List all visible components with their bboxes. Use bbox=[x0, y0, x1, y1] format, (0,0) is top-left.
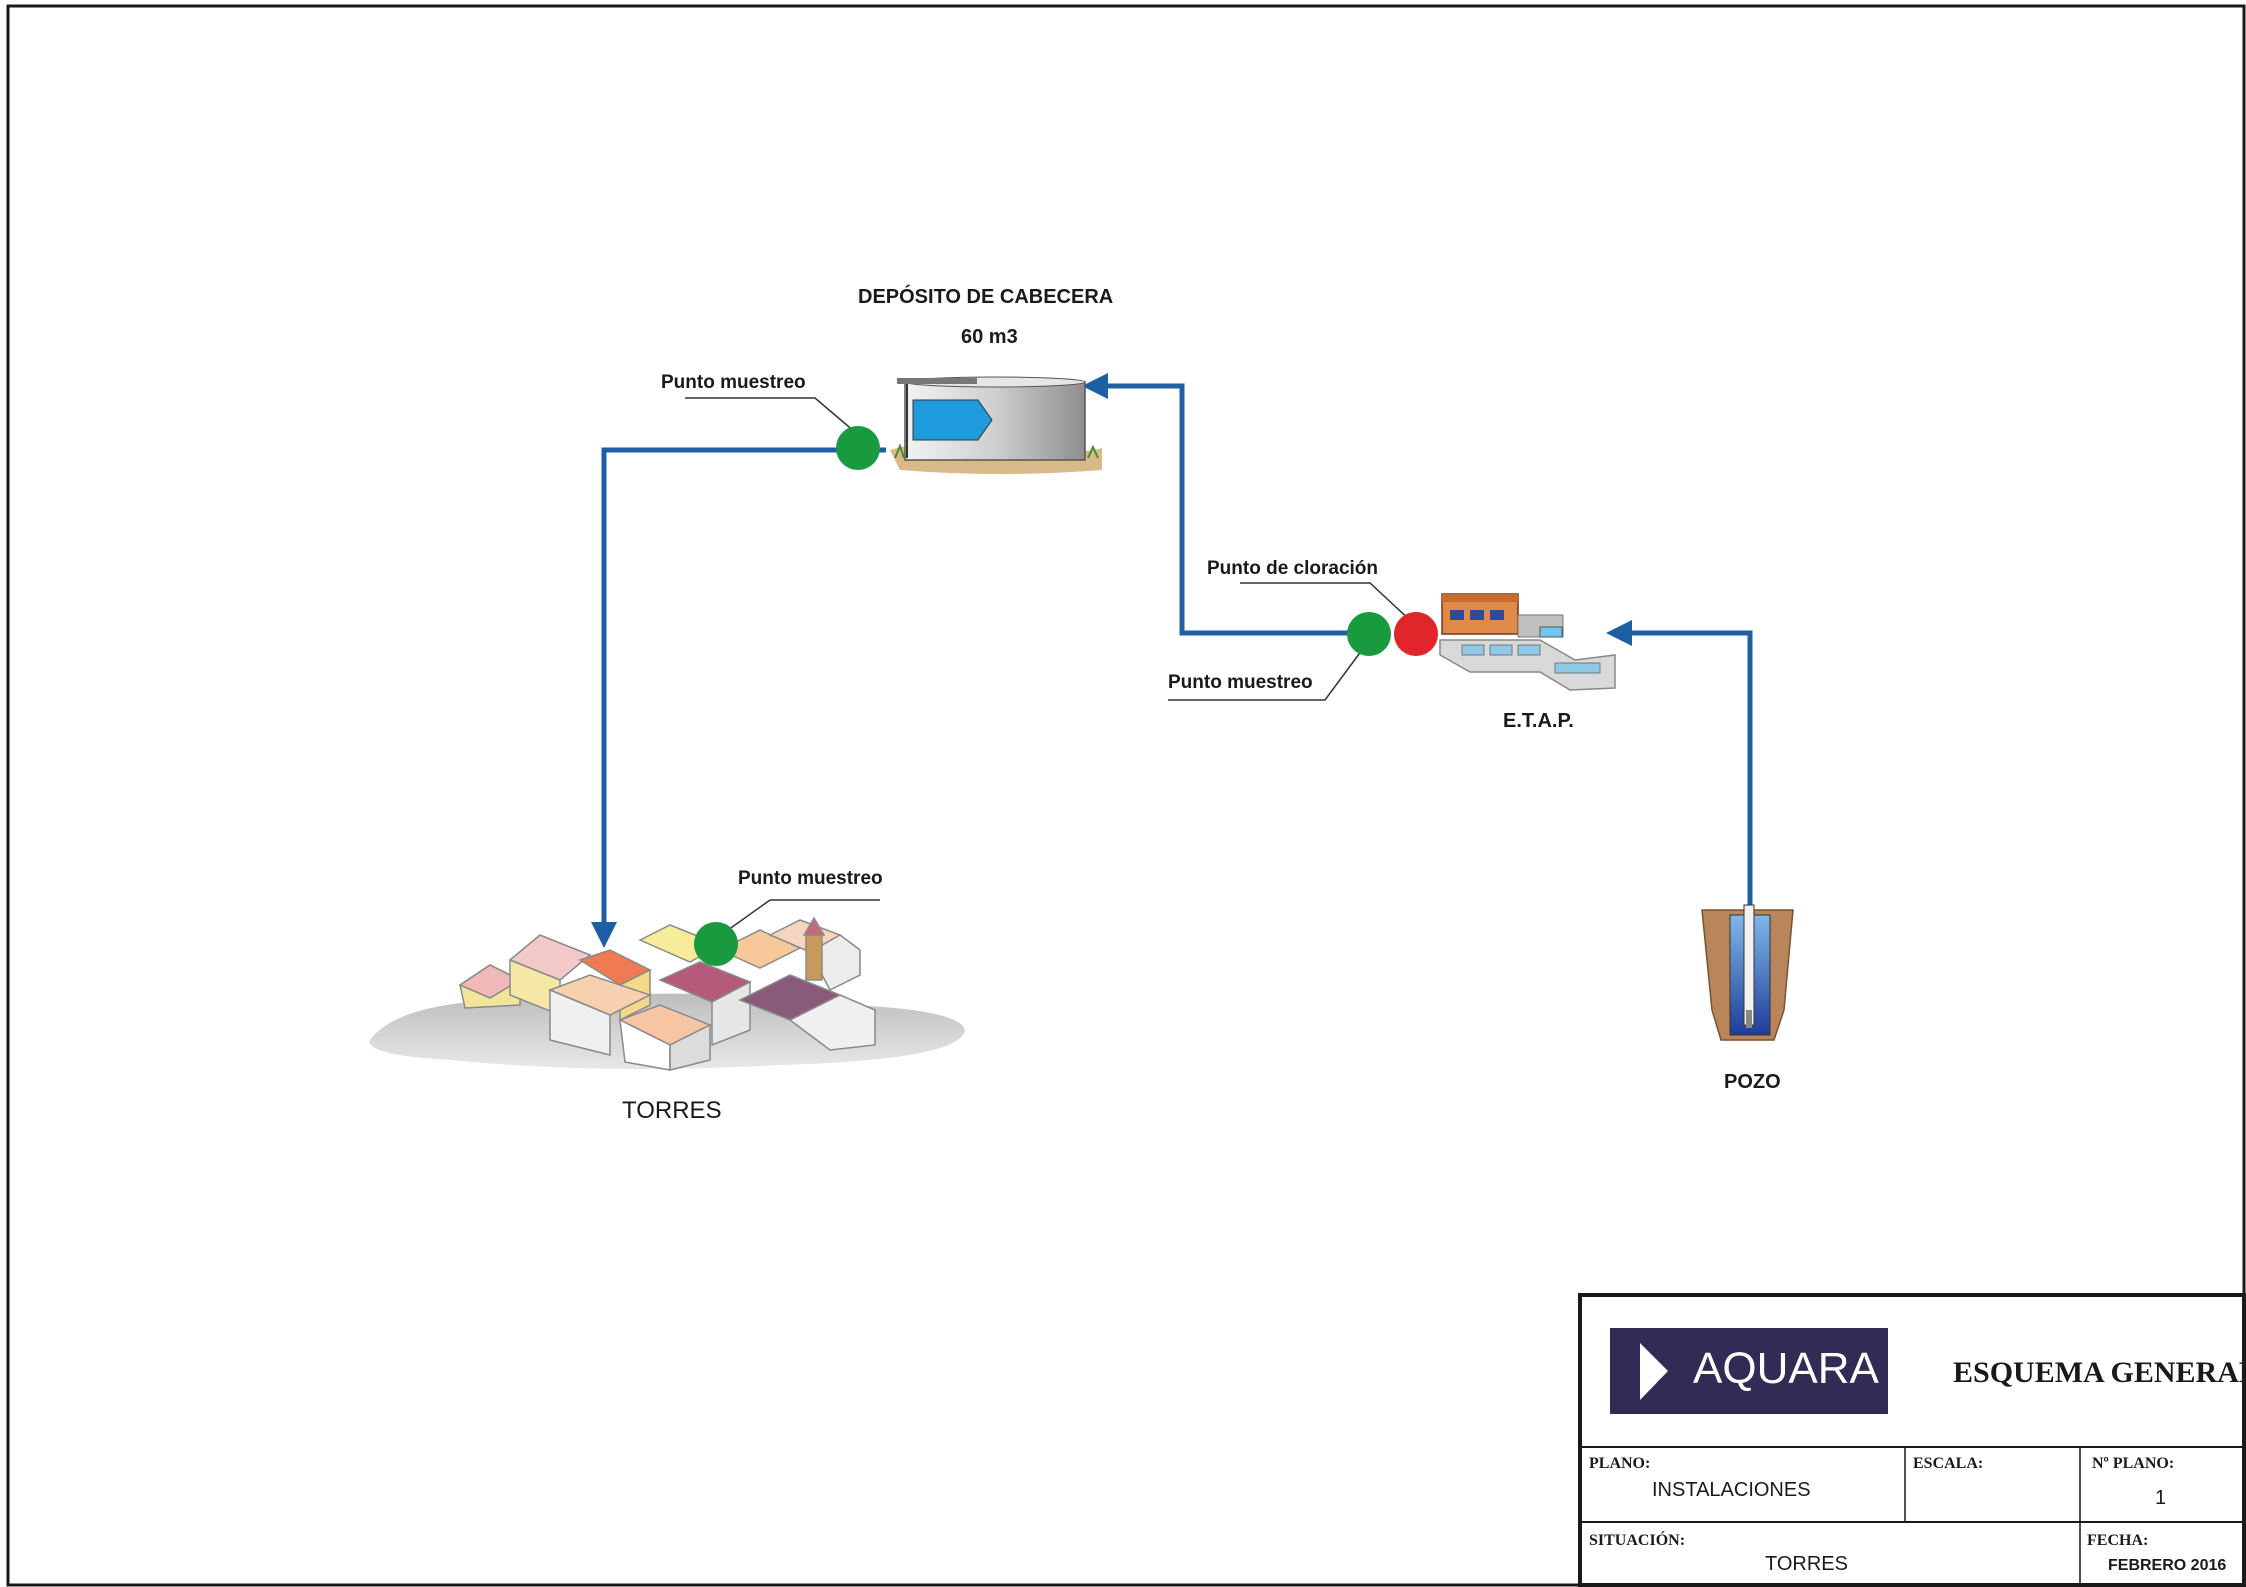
sampling-label-town: Punto muestreo bbox=[738, 868, 883, 889]
sheet-frame bbox=[6, 4, 2246, 1587]
town-icon bbox=[369, 916, 965, 1071]
sampling-point-town bbox=[694, 922, 738, 966]
situacion-label: SITUACIÓN: bbox=[1589, 1532, 1686, 1549]
town-label: TORRES bbox=[622, 1097, 722, 1124]
sampling-label-deposito: Punto muestreo bbox=[661, 372, 806, 393]
sampling-label-etap: Punto muestreo bbox=[1168, 672, 1313, 693]
arrow-deposito-in bbox=[1082, 373, 1108, 399]
aquara-logo-mark bbox=[1640, 1343, 1668, 1400]
chlorination-label: Punto de cloración bbox=[1207, 558, 1379, 579]
pipe-pozo-etap bbox=[1622, 630, 1753, 905]
pipe-etap-deposito bbox=[1100, 383, 1360, 636]
deposito-icon bbox=[890, 376, 1102, 474]
pipes bbox=[591, 373, 1753, 948]
leader-etap-sampling bbox=[1168, 649, 1363, 701]
etap-icon bbox=[1439, 593, 1616, 691]
fecha-value: FEBRERO 2016 bbox=[2108, 1557, 2227, 1574]
logo-text: AQUARA bbox=[1693, 1344, 1879, 1393]
nplano-label: Nº PLANO: bbox=[2092, 1455, 2175, 1472]
deposito-title: DEPÓSITO DE CABECERA bbox=[858, 286, 1114, 308]
sampling-point-deposito bbox=[836, 426, 880, 470]
pozo-label: POZO bbox=[1724, 1071, 1781, 1093]
plano-label: PLANO: bbox=[1589, 1455, 1651, 1472]
nplano-value: 1 bbox=[2155, 1487, 2167, 1509]
arrow-etap-in bbox=[1606, 620, 1632, 646]
pipe-deposito-town bbox=[601, 447, 886, 930]
sampling-point-etap bbox=[1347, 612, 1391, 656]
fecha-label: FECHA: bbox=[2087, 1532, 2149, 1549]
leader-town-sampling-2 bbox=[727, 899, 771, 931]
deposito-capacity: 60 m3 bbox=[961, 326, 1018, 348]
leader-chlorination bbox=[1240, 582, 1413, 623]
title-block bbox=[1578, 1293, 2246, 1587]
arrow-town-in bbox=[591, 922, 617, 948]
situacion-value: TORRES bbox=[1765, 1553, 1848, 1575]
leader-lines bbox=[685, 397, 1413, 931]
chlorination-point bbox=[1394, 612, 1438, 656]
etap-label: E.T.A.P. bbox=[1503, 710, 1574, 732]
pozo-icon bbox=[1701, 904, 1794, 1041]
sheet-title: ESQUEMA GENERAL bbox=[1953, 1356, 2246, 1389]
leader-deposito-sampling bbox=[685, 397, 856, 433]
escala-label: ESCALA: bbox=[1913, 1455, 1984, 1472]
plano-value: INSTALACIONES bbox=[1652, 1479, 1811, 1501]
